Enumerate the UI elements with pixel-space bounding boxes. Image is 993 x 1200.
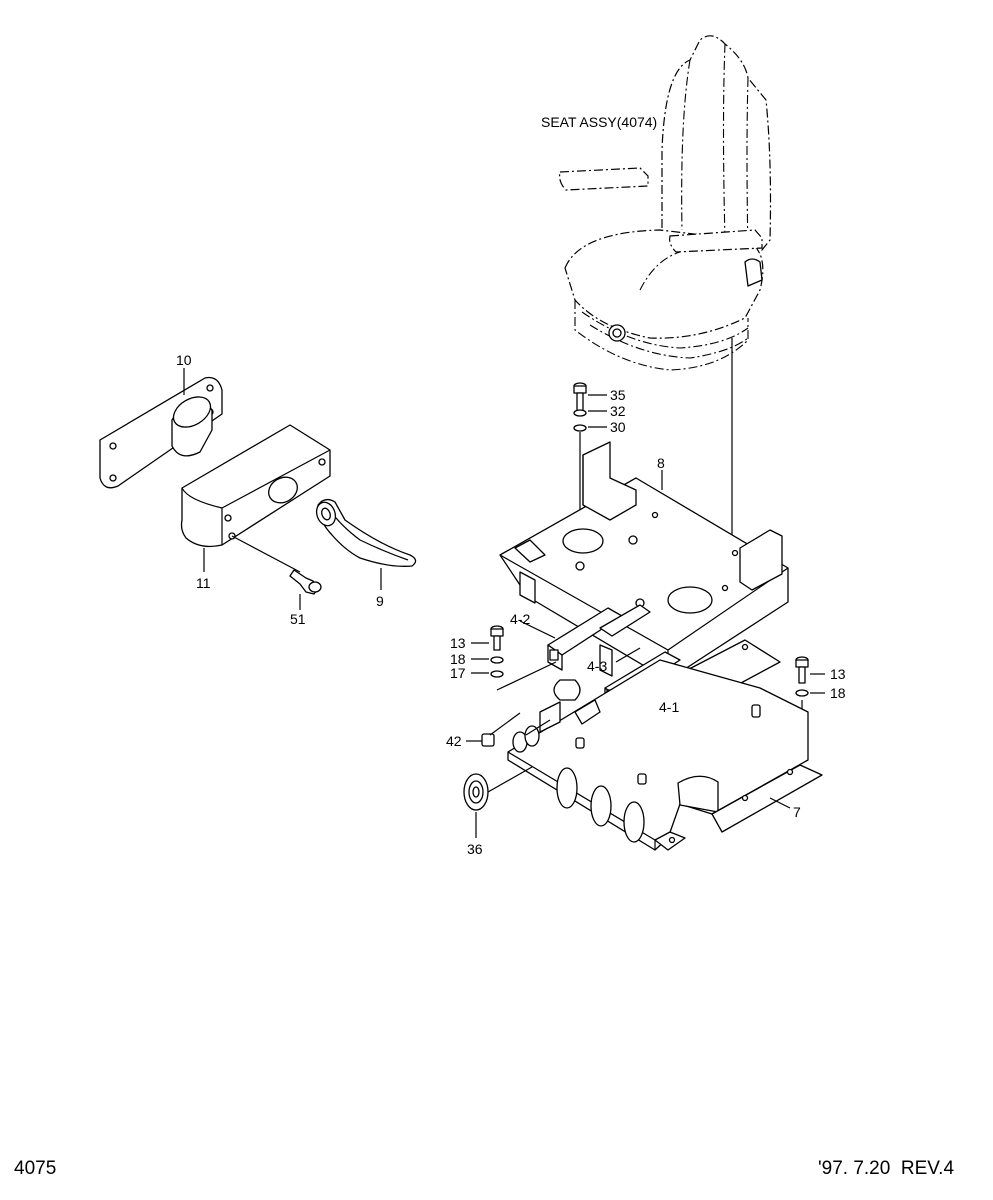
part-18-washer-right xyxy=(795,689,809,697)
part-51-bolt xyxy=(289,569,322,595)
part-9-handle xyxy=(315,498,417,567)
callout-42: 42 xyxy=(446,733,462,749)
callout-leader-4-2 xyxy=(519,620,556,639)
nut-42-axis xyxy=(489,712,521,736)
callout-18-left: 18 xyxy=(450,651,466,667)
part-4-3-rail xyxy=(553,604,651,701)
revision-date: '97. 7.20 REV.4 xyxy=(818,1158,955,1179)
callout-leader-4-3 xyxy=(615,647,641,663)
callout-10: 10 xyxy=(176,352,192,368)
callout-35: 35 xyxy=(610,387,626,403)
callout-11: 11 xyxy=(196,575,211,591)
part-11-box xyxy=(180,424,331,548)
callout-9: 9 xyxy=(376,593,384,609)
seat-assy-label: SEAT ASSY(4074) xyxy=(541,114,657,130)
callout-32: 32 xyxy=(610,403,626,419)
part-42-nut xyxy=(481,733,495,747)
part-18-washer-left xyxy=(490,656,504,664)
connector-bracket xyxy=(512,699,601,753)
bolt-13-left-axis xyxy=(496,661,557,691)
callout-17: 17 xyxy=(450,665,466,681)
callout-51: 51 xyxy=(290,611,306,627)
part-13-bolt-left xyxy=(490,625,504,651)
callout-leader-7 xyxy=(769,797,791,809)
part-8-bracket xyxy=(499,441,789,706)
part-10-flange-plate xyxy=(99,376,223,489)
part-35-bolt xyxy=(573,382,587,414)
callout-8: 8 xyxy=(657,455,665,471)
part-13-bolt-right xyxy=(795,656,809,684)
bolt-51-axis xyxy=(231,535,301,573)
part-7-base-frame xyxy=(507,659,823,851)
callout-13-right: 13 xyxy=(830,666,846,682)
part-32-washer xyxy=(573,409,587,417)
callout-4-2: 4-2 xyxy=(510,611,530,627)
callout-30: 30 xyxy=(610,419,626,435)
part-30-washer xyxy=(573,424,587,432)
seat-assembly-phantom xyxy=(559,35,772,371)
callout-18-right: 18 xyxy=(830,685,846,701)
callout-36: 36 xyxy=(467,841,483,857)
part-17-washer xyxy=(490,670,504,678)
callout-7: 7 xyxy=(793,804,801,820)
grommet-36-axis xyxy=(487,766,533,793)
callout-4-3: 4-3 xyxy=(587,658,607,674)
page-number: 4075 xyxy=(14,1158,57,1179)
callout-13-left: 13 xyxy=(450,635,466,651)
part-36-grommet xyxy=(463,773,489,811)
callout-4-1: 4-1 xyxy=(659,699,679,715)
